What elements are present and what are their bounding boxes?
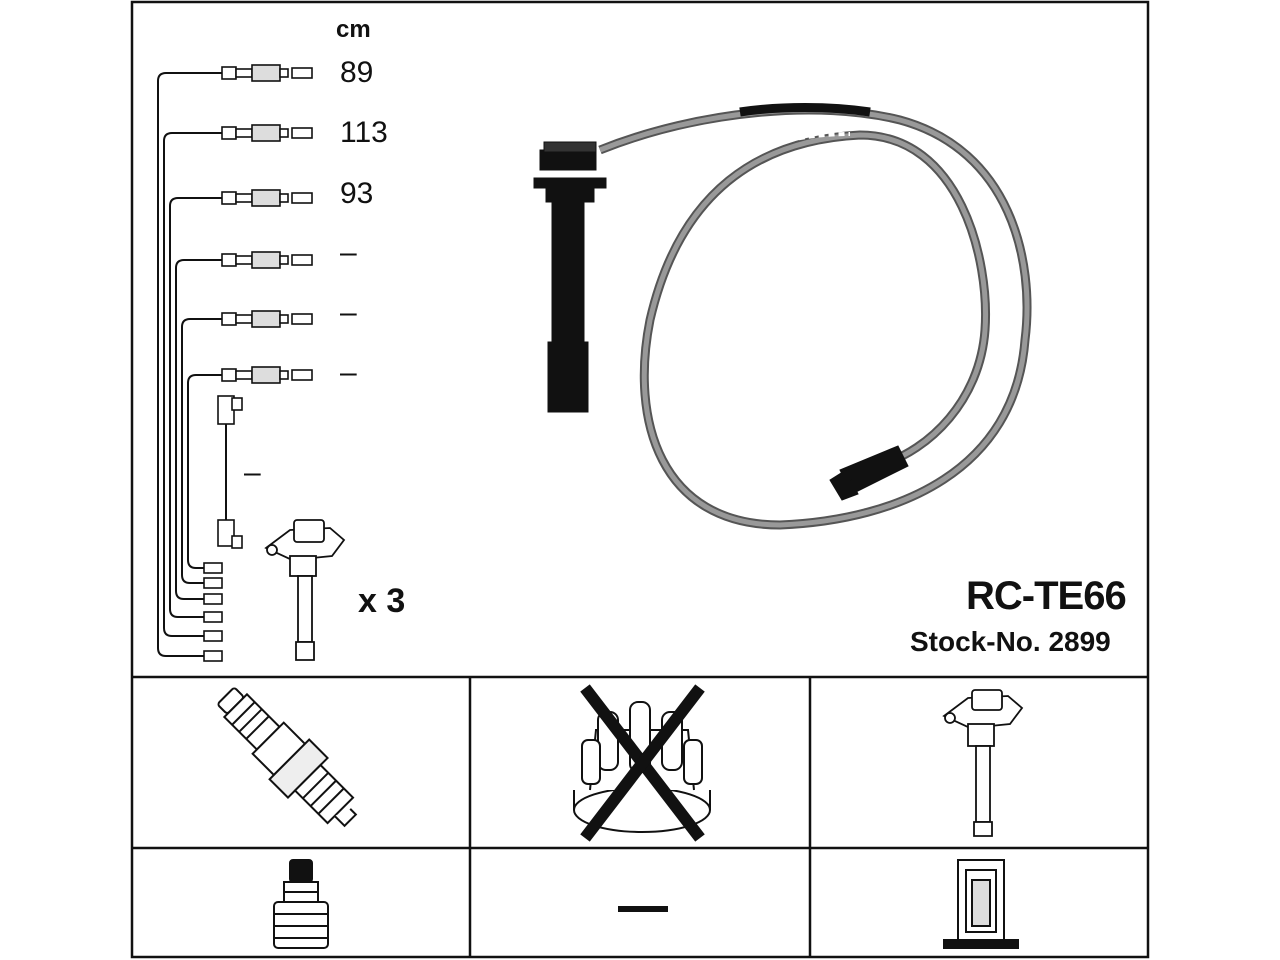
lead-connector-4: [221, 251, 313, 269]
distributor-cap-crossed-icon: [573, 684, 711, 842]
coil-multiplier: x 3: [358, 582, 406, 620]
coil-unit-icon: [264, 519, 346, 661]
lead-length-1: 89: [340, 56, 374, 89]
lead-connector-group: [203, 64, 313, 662]
lead-length-6: –: [340, 356, 357, 389]
lead-connector-1: [221, 64, 313, 82]
lead-length-3: 93: [340, 177, 374, 210]
model-number: RC-TE66: [966, 574, 1127, 618]
stock-number: Stock-No. 2899: [910, 626, 1111, 657]
lead-length-7: –: [244, 456, 261, 489]
plug-terminal-icon: [273, 859, 329, 949]
frame-lines: [130, 0, 1150, 959]
ignition-lead-icon: [533, 103, 1032, 530]
harness-terminals: [203, 562, 223, 662]
lead-connector-3: [221, 189, 313, 207]
lead-connector-2: [221, 124, 313, 142]
wire-harness: [157, 72, 222, 657]
lead-length-4: –: [340, 236, 357, 269]
spark-plug-icon: [217, 687, 358, 828]
ignition-coil-icon: [942, 689, 1024, 837]
dash-icon: [618, 906, 668, 912]
lead-length-5: –: [340, 296, 357, 329]
lead-connector-5: [221, 310, 313, 328]
jumper-lead: [217, 395, 243, 549]
unit-label: cm: [336, 16, 371, 43]
coil-connector-icon: [943, 859, 1019, 949]
lead-length-2: 113: [340, 116, 388, 149]
lead-connector-6: [221, 366, 313, 384]
